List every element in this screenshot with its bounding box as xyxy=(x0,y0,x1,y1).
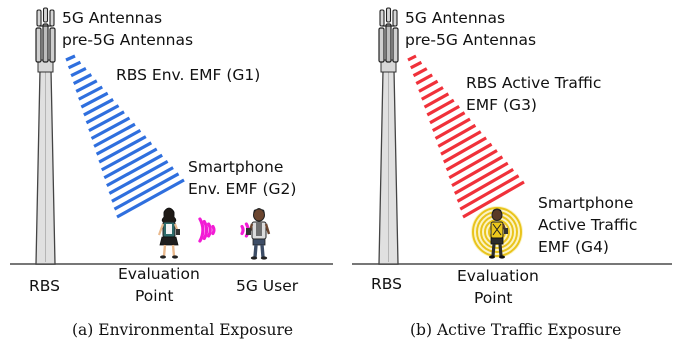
rbs-tower-b xyxy=(378,7,399,265)
beam-stripe xyxy=(103,147,158,180)
beam-stripe xyxy=(420,86,444,101)
rbs-label-b: RBS xyxy=(371,275,402,293)
beam-stripe xyxy=(459,174,520,211)
beam-stripe xyxy=(415,73,433,85)
beam-label-b-line2: EMF (G3) xyxy=(466,96,537,114)
antenna-cluster-b xyxy=(378,7,399,63)
phone-label-b-line1: Smartphone xyxy=(538,194,633,212)
beam-stripe xyxy=(65,54,76,62)
beam-stripe xyxy=(442,136,487,164)
caption-a: (a) Environmental Exposure xyxy=(72,321,293,339)
smartphone-emission-a xyxy=(198,217,250,243)
evaluation-person-b xyxy=(489,208,508,259)
evaluation-label-b-line2: Point xyxy=(474,289,513,307)
beam-stripe xyxy=(116,178,185,219)
beam-stripe xyxy=(78,85,103,101)
emission-arc xyxy=(198,217,205,243)
phone-label-a-line2: Env. EMF (G2) xyxy=(188,180,296,198)
beam-stripe xyxy=(70,66,87,78)
rbs-beam-b xyxy=(407,54,525,219)
caption-b: (b) Active Traffic Exposure xyxy=(410,321,621,339)
beam-stripe xyxy=(429,105,460,125)
beam-stripe xyxy=(437,123,477,148)
beam-label-a: RBS Env. EMF (G1) xyxy=(116,66,260,84)
beam-stripe xyxy=(434,117,471,140)
beam-stripe xyxy=(85,104,120,125)
antenna-pre5g-label-b: pre-5G Antennas xyxy=(405,31,536,49)
emission-ring xyxy=(472,207,522,257)
phone-label-b-line3: EMF (G4) xyxy=(538,238,609,256)
panel-environmental: 5G Antennas pre-5G Antennas RBS Env. EMF… xyxy=(10,7,333,339)
beam-stripe xyxy=(445,142,493,172)
beam-stripe xyxy=(95,128,142,156)
5g-user-person-a xyxy=(246,208,271,260)
beam-stripe xyxy=(93,122,136,148)
antenna-pre5g-label-a: pre-5G Antennas xyxy=(62,31,193,49)
beam-stripe xyxy=(80,91,109,109)
beam-stripe xyxy=(83,97,114,117)
emission-arc xyxy=(211,224,216,236)
beam-stripe xyxy=(423,92,450,109)
phone-label-b-line2: Active Traffic xyxy=(538,216,637,234)
panel-active-traffic: 5G Antennas pre-5G Antennas RBS Active T… xyxy=(352,7,672,339)
beam-stripe xyxy=(98,135,147,164)
beam-stripe xyxy=(100,141,153,172)
beam-stripe xyxy=(111,166,174,203)
user-label-a: 5G User xyxy=(236,277,299,295)
beam-stripe xyxy=(451,155,504,187)
evaluation-label-b-line1: Evaluation xyxy=(457,267,539,285)
beam-stripe xyxy=(88,110,125,133)
antenna-5g-label-b: 5G Antennas xyxy=(405,9,505,27)
evaluation-label-a-line2: Point xyxy=(135,287,174,305)
emission-arc xyxy=(240,224,245,236)
beam-stripe xyxy=(462,180,525,219)
rbs-beam-a xyxy=(65,54,185,219)
beam-stripe xyxy=(448,149,498,180)
beam-stripe xyxy=(67,60,82,70)
beam-stripe xyxy=(72,73,93,85)
antenna-cluster-a xyxy=(35,7,56,63)
phone-label-a-line1: Smartphone xyxy=(188,158,283,176)
beam-stripe xyxy=(410,60,423,70)
beam-stripe xyxy=(113,172,180,211)
beam-stripe xyxy=(440,130,482,156)
rbs-tower-a xyxy=(35,7,56,265)
beam-stripe xyxy=(456,168,514,203)
evaluation-person-a xyxy=(157,207,180,259)
beam-stripe xyxy=(90,116,131,140)
beam-stripe xyxy=(106,153,163,188)
antenna-5g-label-a: 5G Antennas xyxy=(62,9,162,27)
rbs-label-a: RBS xyxy=(29,277,60,295)
beam-stripe xyxy=(412,67,428,78)
beam-stripe xyxy=(407,54,417,62)
beam-stripe xyxy=(426,98,455,117)
emission-arc xyxy=(202,219,209,241)
evaluation-label-a-line1: Evaluation xyxy=(118,265,200,283)
emission-arc xyxy=(207,222,212,238)
beam-label-b-line1: RBS Active Traffic xyxy=(466,74,601,92)
beam-stripe xyxy=(75,79,98,93)
beam-stripe xyxy=(453,161,509,195)
beam-stripe xyxy=(108,159,169,195)
beam-stripe xyxy=(431,111,466,133)
beam-stripe xyxy=(418,79,439,93)
